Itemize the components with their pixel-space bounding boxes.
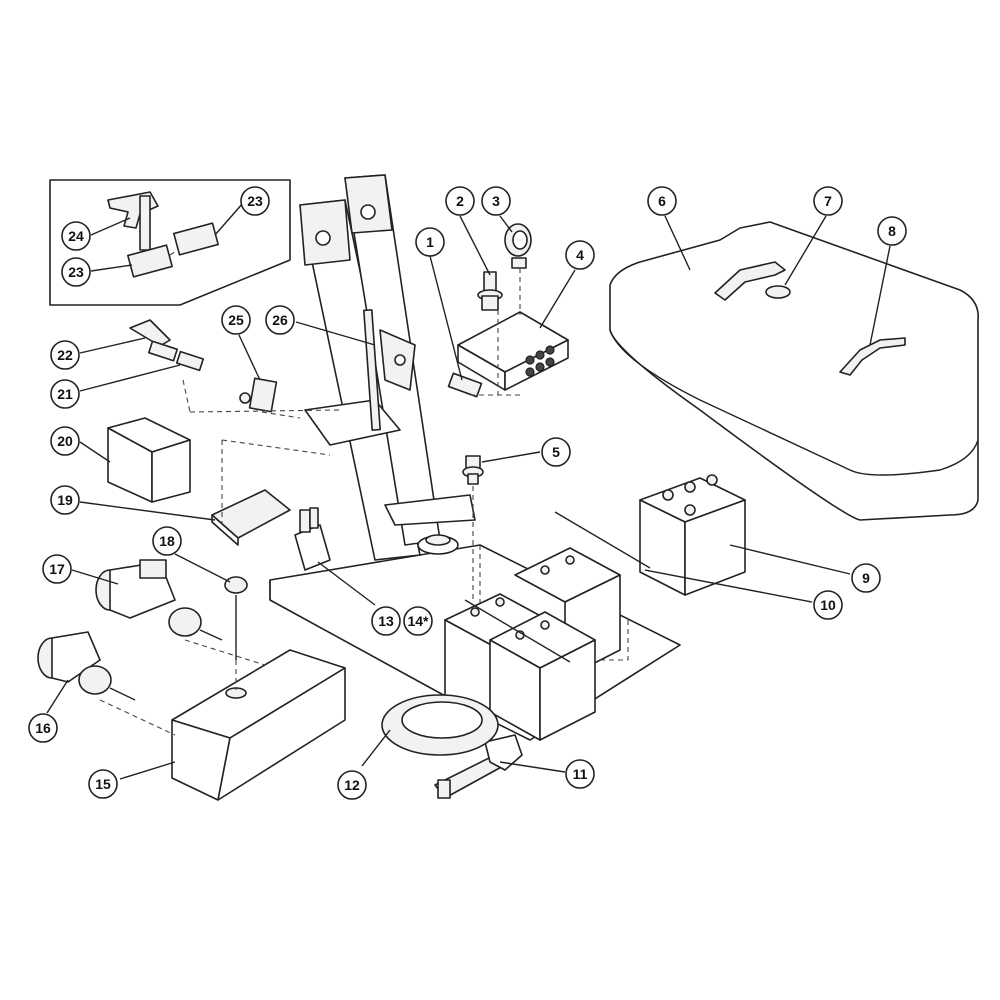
mast-uprights: [299, 174, 476, 561]
assembly-guide-lines: [99, 268, 629, 736]
svg-text:10: 10: [820, 597, 836, 613]
svg-text:13: 13: [378, 613, 394, 629]
callout-19: 19: [50, 485, 80, 515]
callout-3: 3: [481, 186, 511, 216]
svg-text:17: 17: [49, 561, 65, 577]
item-9-battery: [639, 474, 746, 596]
item-20-block: [107, 417, 191, 503]
callout-25: 25: [221, 305, 251, 335]
item-19-valve-bank: [211, 489, 291, 546]
callout-11: 11: [565, 759, 595, 789]
callout-23-left: 23: [61, 257, 91, 287]
item-5-sensor: [462, 455, 484, 485]
connector-inset: [49, 179, 291, 306]
callout-6: 6: [647, 186, 677, 216]
callout-22: 22: [50, 340, 80, 370]
svg-text:4: 4: [576, 247, 584, 263]
item-2-key-switch: [477, 271, 503, 311]
svg-text:15: 15: [95, 776, 111, 792]
callout-10: 10: [813, 590, 843, 620]
svg-text:20: 20: [57, 433, 73, 449]
svg-text:6: 6: [658, 193, 666, 209]
callout-14: 14*: [403, 606, 433, 636]
item-3-push-button: [504, 223, 532, 269]
svg-text:7: 7: [824, 193, 832, 209]
svg-text:18: 18: [159, 533, 175, 549]
item-16-pump-motor: [37, 631, 136, 701]
callout-2: 2: [445, 186, 475, 216]
svg-text:24: 24: [68, 228, 84, 244]
callout-17: 17: [42, 554, 72, 584]
callout-5: 5: [541, 437, 571, 467]
svg-text:21: 21: [57, 386, 73, 402]
callout-12: 12: [337, 770, 367, 800]
svg-text:1: 1: [426, 234, 434, 250]
callout-18: 18: [152, 526, 182, 556]
svg-text:2: 2: [456, 193, 464, 209]
callout-16: 16: [28, 713, 58, 743]
svg-text:5: 5: [552, 444, 560, 460]
svg-text:22: 22: [57, 347, 73, 363]
callout-21: 21: [50, 379, 80, 409]
svg-text:9: 9: [862, 570, 870, 586]
svg-text:26: 26: [272, 312, 288, 328]
callout-15: 15: [88, 769, 118, 799]
leader-lines: [46, 202, 891, 780]
callout-9: 9: [851, 563, 881, 593]
svg-text:16: 16: [35, 720, 51, 736]
item-4-control-box: [457, 311, 569, 391]
callout-24: 24: [61, 221, 91, 251]
item-18-dipstick: [224, 576, 248, 660]
item-25-switch: [239, 377, 278, 413]
callout-7: 7: [813, 186, 843, 216]
svg-text:23: 23: [247, 193, 263, 209]
callout-8: 8: [877, 216, 907, 246]
item-17-motor: [95, 559, 223, 641]
callout-1: 1: [415, 227, 445, 257]
item-11-drive-bracket: [434, 734, 523, 799]
svg-text:12: 12: [344, 777, 360, 793]
callout-4: 4: [565, 240, 595, 270]
callout-20: 20: [50, 426, 80, 456]
callout-23-top: 23: [240, 186, 270, 216]
item-12-slewing-ring: [381, 694, 499, 756]
svg-text:3: 3: [492, 193, 500, 209]
item-21-22-connectors: [129, 319, 205, 372]
svg-text:23: 23: [68, 264, 84, 280]
item-1-connector: [447, 372, 483, 398]
svg-text:19: 19: [57, 492, 73, 508]
item-13-valve-block: [294, 507, 331, 571]
svg-text:25: 25: [228, 312, 244, 328]
item-6-cover: [609, 221, 979, 521]
callout-13: 13: [371, 606, 401, 636]
svg-text:14*: 14*: [407, 613, 429, 629]
svg-text:8: 8: [888, 223, 896, 239]
svg-text:11: 11: [573, 766, 588, 782]
item-15-hydraulic-tank: [171, 649, 346, 801]
callout-26: 26: [265, 305, 295, 335]
